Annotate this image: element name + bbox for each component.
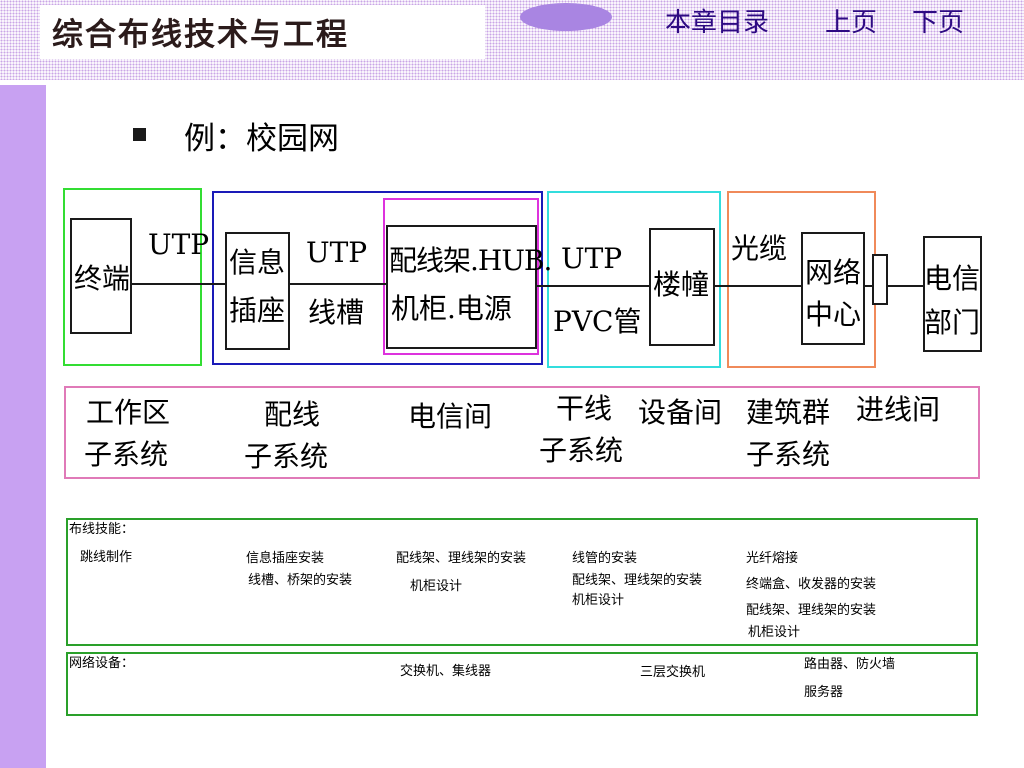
info-outlet-label-2: 插座 (229, 294, 286, 327)
telecom-room-label: 电信间 (408, 400, 493, 433)
info-outlet-label-1: 信息 (229, 246, 286, 279)
work-area-subsystem-label-2: 子系统 (84, 438, 169, 471)
network-center-label-2: 中心 (805, 298, 862, 331)
devices-label: 网络设备： (69, 656, 135, 671)
utp-label: UTP (306, 236, 368, 269)
skills-table (66, 518, 978, 646)
device-item: 交换机、集线器 (400, 664, 492, 679)
telecom-dept-label-2: 部门 (924, 306, 981, 339)
bullet-square-icon (133, 128, 146, 141)
skill-item: 机柜设计 (572, 593, 625, 608)
devices-table (66, 652, 978, 716)
skill-item: 线管的安装 (572, 551, 638, 566)
link-line (536, 285, 649, 287)
decorative-oval (520, 3, 612, 31)
campus-subsystem-label-2: 子系统 (746, 438, 831, 471)
telecom-room-frame (383, 198, 539, 355)
pvc-label: PVC管 (553, 305, 642, 338)
skill-item: 机柜设计 (410, 579, 463, 594)
toc-link[interactable]: 本章目录 (665, 8, 770, 38)
skill-item: 终端盒、收发器的安装 (746, 577, 877, 592)
work-area-frame (63, 188, 202, 366)
backbone-subsystem-label-1: 干线 (556, 392, 613, 425)
title-panel (40, 5, 485, 59)
utp-label: UTP (561, 242, 623, 275)
skills-label: 布线技能： (69, 522, 135, 537)
link-line (715, 285, 801, 287)
skill-item: 线槽、桥架的安装 (248, 573, 353, 588)
subsystem-frame (64, 386, 980, 479)
campus-subsystem-label-1: 建筑群 (746, 396, 831, 429)
patch-panel-node (386, 225, 537, 349)
connector-node (872, 254, 888, 305)
page-title: 综合布线技术与工程 (52, 17, 349, 53)
prev-page-link[interactable]: 上页 (825, 8, 878, 38)
next-page-link[interactable]: 下页 (912, 8, 965, 38)
building-node (649, 228, 715, 346)
skill-item: 配线架、理线架的安装 (396, 551, 527, 566)
network-center-label-1: 网络 (805, 256, 862, 289)
equipment-room-label: 设备间 (638, 396, 723, 429)
telecom-dept-node (923, 236, 982, 352)
terminal-node (70, 218, 132, 334)
entrance-room-label: 进线间 (856, 393, 941, 426)
skill-item: 配线架、理线架的安装 (746, 603, 877, 618)
skill-item: 信息插座安装 (246, 551, 325, 566)
device-item: 三层交换机 (640, 665, 706, 680)
device-item: 路由器、防火墙 (804, 657, 896, 672)
patch-panel-label-1: 配线架.HUB. (389, 244, 552, 277)
skill-item: 机柜设计 (748, 625, 801, 640)
device-item: 服务器 (804, 685, 844, 700)
info-outlet-node (225, 232, 290, 350)
patch-panel-label-2: 机柜.电源 (391, 292, 512, 325)
horizontal-subsystem-label-2: 子系统 (244, 440, 329, 473)
bullet-text: 例：校园网 (184, 121, 339, 157)
horizontal-frame (212, 191, 543, 365)
link-line (864, 285, 926, 287)
backbone-frame (547, 191, 721, 368)
fiber-label: 光缆 (731, 232, 788, 265)
skill-item: 配线架、理线架的安装 (572, 573, 703, 588)
skill-item: 跳线制作 (80, 550, 133, 565)
terminal-label: 终端 (74, 262, 131, 295)
horizontal-subsystem-label-1: 配线 (264, 398, 321, 431)
trough-label: 线槽 (308, 296, 365, 329)
building-label: 楼幢 (653, 268, 710, 301)
utp-label: UTP (148, 228, 210, 261)
sidebar-strip (0, 85, 46, 768)
work-area-subsystem-label-1: 工作区 (86, 396, 171, 429)
link-line (130, 283, 226, 285)
backbone-subsystem-label-2: 子系统 (539, 434, 624, 467)
link-line (289, 283, 389, 285)
skill-item: 光纤熔接 (746, 551, 799, 566)
network-center-node (801, 232, 865, 345)
telecom-dept-label-1: 电信 (924, 262, 981, 295)
